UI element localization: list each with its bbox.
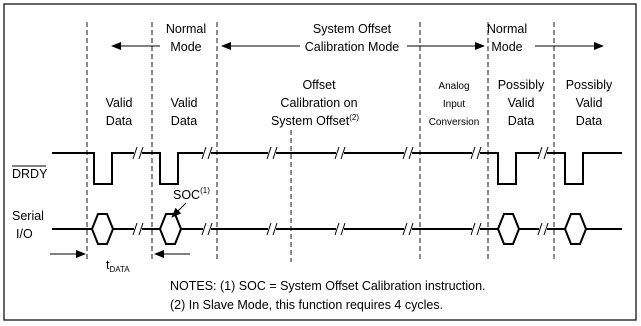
break-slash [408,222,414,236]
break-slash [132,146,138,160]
break-gap [203,226,211,232]
break-slash [138,222,144,236]
offset-cal-note-ref: (2) [349,113,359,122]
break-slash [266,146,272,160]
tdata-main: t [106,258,110,272]
possibly-valid-1-line1: Possibly [498,78,545,92]
break-gap [134,150,142,156]
break-slash [537,222,543,236]
dividers [86,22,555,262]
break-slash [334,222,340,236]
break-gap [203,150,211,156]
possibly-valid-1-line3: Data [508,114,534,128]
notes-line1: NOTES: (1) SOC = System Offset Calibrati… [170,279,486,293]
break-gap [404,150,412,156]
offset-cal-line1: Offset [302,78,336,92]
offset-cal-line3-text: System Offset [271,114,350,128]
valid-data-1-line1: Valid [106,96,133,110]
serial-io-label-line1: Serial [12,209,44,223]
break-gap [539,150,547,156]
normal-mode-right-line1: Normal [487,22,527,36]
break-slash [340,222,346,236]
soc-note-ref: (1) [200,186,210,195]
break-slash [408,146,414,160]
offset-cal-line2: Calibration on [280,96,357,110]
analog-input-line2: Input [443,99,465,110]
tdata-label: tDATA [106,258,130,274]
break-slash [132,222,138,236]
serial-io-waveform [52,213,622,245]
break-gap [336,226,344,232]
valid-data-1-line2: Data [106,114,132,128]
break-gap [472,226,480,232]
break-slash [272,146,278,160]
possibly-valid-2-line3: Data [576,114,602,128]
valid-data-2-line2: Data [171,114,197,128]
possibly-valid-2-line2: Valid [576,96,603,110]
break-slash [402,146,408,160]
break-slash [266,222,272,236]
break-gap [134,226,142,232]
soc-text: SOC [173,188,200,202]
break-gap [336,150,344,156]
normal-mode-left-line2: Mode [170,40,201,54]
break-slash [207,222,213,236]
break-gap [268,150,276,156]
break-slash [207,146,213,160]
notes-line2: (2) In Slave Mode, this function require… [170,298,443,312]
break-gap [539,226,547,232]
break-slash [201,222,207,236]
system-offset-mode-line2: Calibration Mode [305,40,400,54]
normal-mode-left-line1: Normal [166,22,206,36]
tdata-sub: DATA [109,265,130,274]
drdy-label: DRDY [12,167,48,181]
break-slash [470,146,476,160]
break-slash [272,222,278,236]
break-slash [543,222,549,236]
analog-input-line3: Conversion [429,117,480,128]
soc-label: SOC(1) [173,186,210,202]
normal-mode-right-line2: Mode [491,40,522,54]
break-slash [537,146,543,160]
break-slash [340,146,346,160]
break-slash [334,146,340,160]
break-gap [404,226,412,232]
valid-data-2-line1: Valid [171,96,198,110]
possibly-valid-1-line2: Valid [508,96,535,110]
break-slash [402,222,408,236]
soc-pointer-arrow [171,202,187,218]
diagram-frame [3,3,637,321]
break-marks [132,146,549,236]
break-gap [472,150,480,156]
break-slash [201,146,207,160]
analog-input-line1: Analog [438,81,469,92]
break-slash [543,146,549,160]
break-slash [470,222,476,236]
offset-cal-line3: System Offset(2) [271,113,359,128]
break-gap [268,226,276,232]
break-slash [476,222,482,236]
possibly-valid-2-line1: Possibly [566,78,613,92]
break-slash [138,146,144,160]
break-slash [476,146,482,160]
serial-io-label-line2: I/O [16,227,33,241]
system-offset-mode-line1: System Offset [313,22,392,36]
drdy-waveform [52,152,622,185]
